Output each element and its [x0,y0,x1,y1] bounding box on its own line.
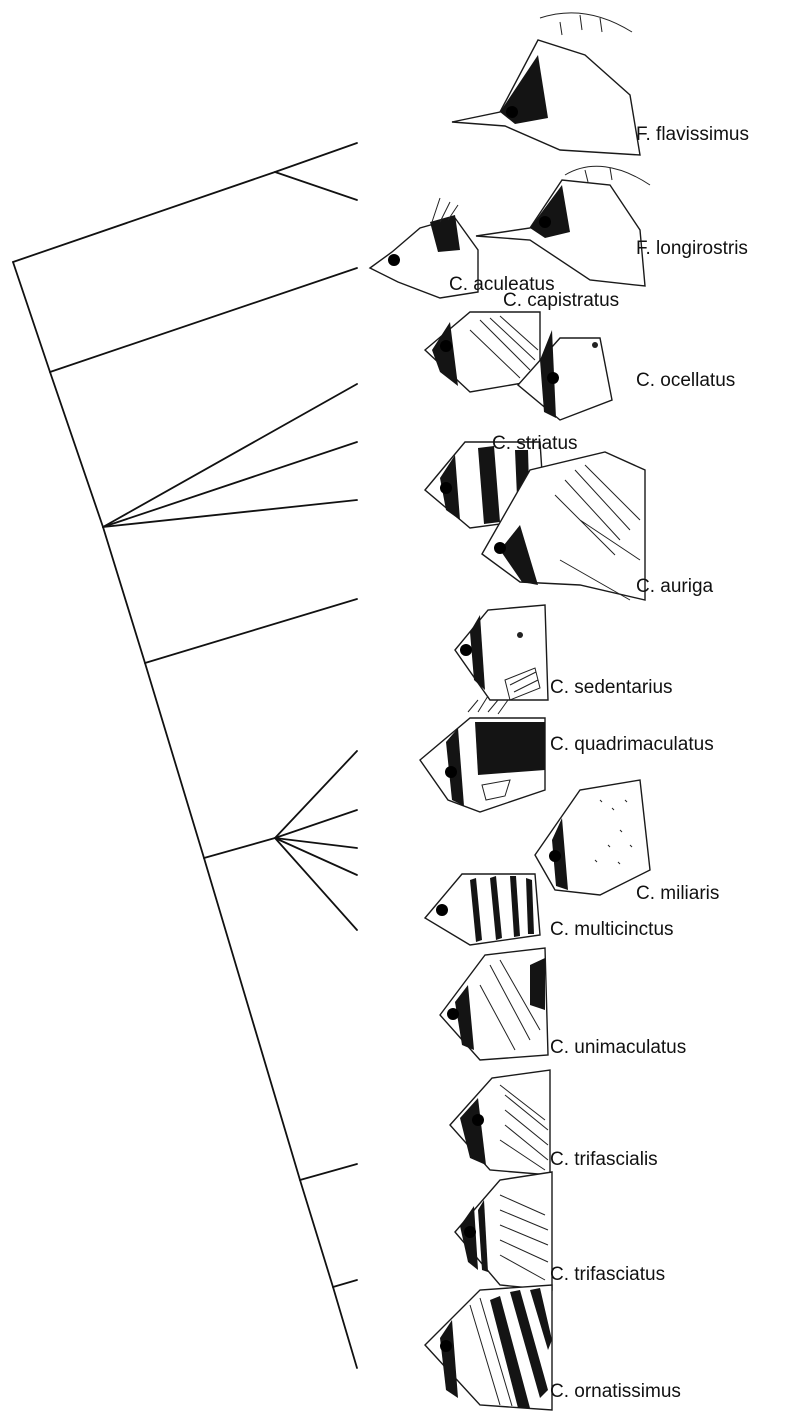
trunk-segment-3 [103,527,145,663]
fish-flavissimus-drawing [452,13,640,155]
label-flavissimus: F. flavissimus [636,124,749,145]
branch-forcipiger-clade [13,172,275,262]
fish-trifasciatus-drawing [455,1172,552,1290]
label-longirostris: F. longirostris [636,238,748,259]
label-quadrimaculatus: C. quadrimaculatus [550,734,714,755]
fish-unimaculatus-drawing [440,948,548,1060]
trunk-root [13,262,50,372]
label-capistratus: C. capistratus [503,290,619,311]
fish-trifascialis-drawing [450,1070,550,1175]
trunk-segment-4 [145,663,204,858]
label-trifasciatus: C. trifasciatus [550,1264,665,1285]
label-sedentarius: C. sedentarius [550,677,673,698]
label-unimaculatus: C. unimaculatus [550,1037,686,1058]
label-multicinctus: C. multicinctus [550,919,674,940]
label-ornatissimus: C. ornatissimus [550,1381,681,1402]
label-auriga: C. auriga [636,576,714,597]
trunk-segment-6 [300,1180,333,1287]
branch-trifascialis [300,1164,357,1180]
trunk-segment-2 [50,372,103,527]
fish-sedentarius-drawing [455,605,548,700]
label-ocellatus: C. ocellatus [636,370,735,391]
branch-unimaculatus [275,838,357,930]
cladogram [13,143,357,1368]
branch-polytomy-stem [204,838,275,858]
fish-longirostris-drawing [476,166,650,286]
fish-miliaris-drawing [535,780,650,895]
label-trifascialis: C. trifascialis [550,1149,658,1170]
branch-trifasciatus [333,1280,357,1287]
branch-aculeatus [50,268,357,372]
label-striatus: C. striatus [492,433,578,454]
branch-auriga [145,599,357,663]
branch-flavissimus [275,143,357,172]
fish-quadrimaculatus-drawing [420,696,545,812]
branch-longirostris [275,172,357,200]
fish-ornatissimus-drawing [425,1285,552,1410]
fish-multicinctus-drawing [425,874,540,945]
trunk-segment-7 [333,1287,357,1368]
label-miliaris: C. miliaris [636,883,719,904]
trunk-segment-5 [204,858,300,1180]
fish-illustrations [370,13,650,1410]
